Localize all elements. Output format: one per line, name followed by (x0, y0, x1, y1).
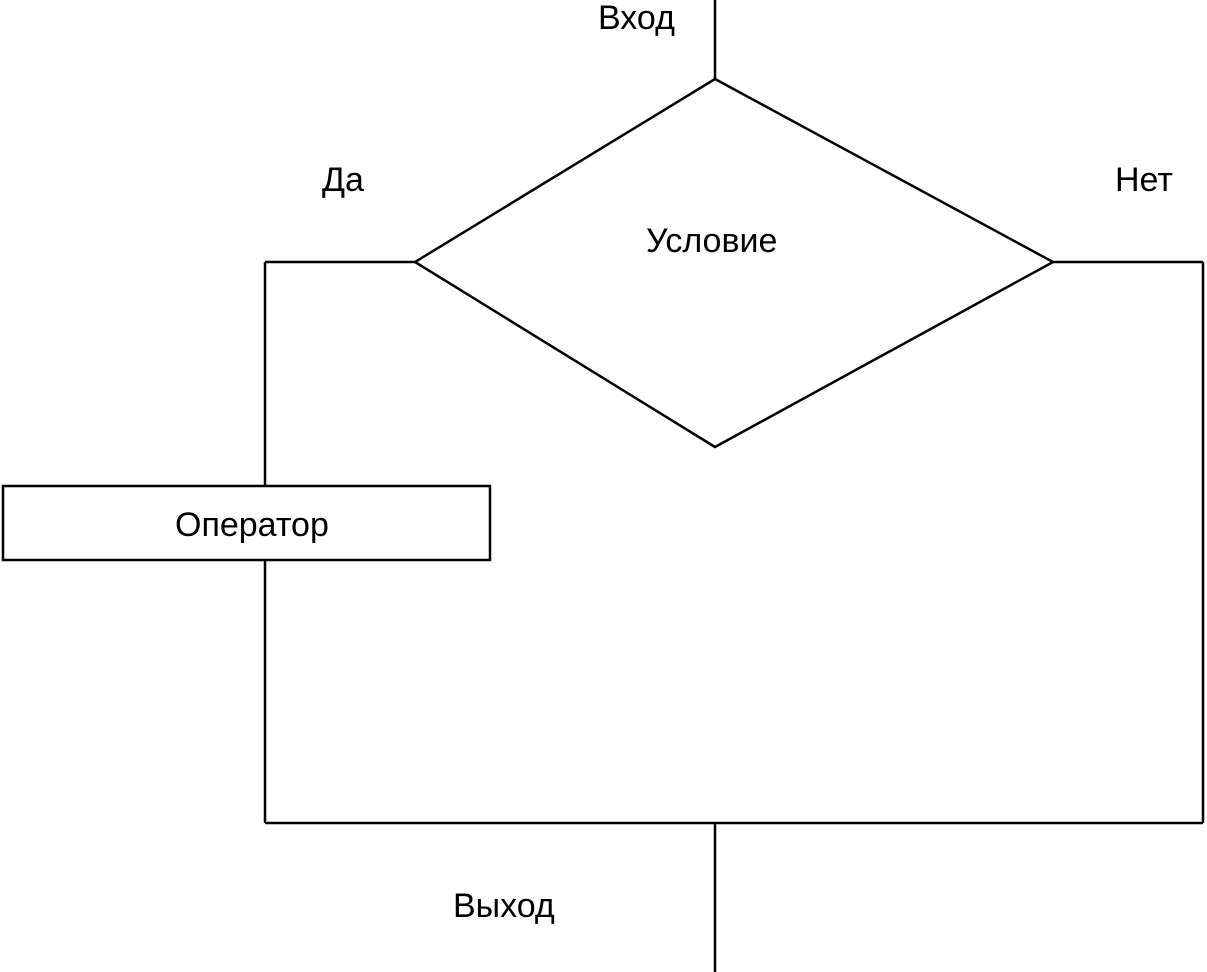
condition-label: Условие (646, 222, 777, 260)
yes-label: Да (322, 161, 364, 199)
condition-diamond (412, 77, 1056, 449)
exit-label: Выход (453, 887, 555, 925)
no-label: Нет (1115, 161, 1173, 199)
operator-box (1, 484, 492, 562)
operator-label: Оператор (175, 506, 329, 544)
entry-label: Вход (598, 0, 675, 37)
